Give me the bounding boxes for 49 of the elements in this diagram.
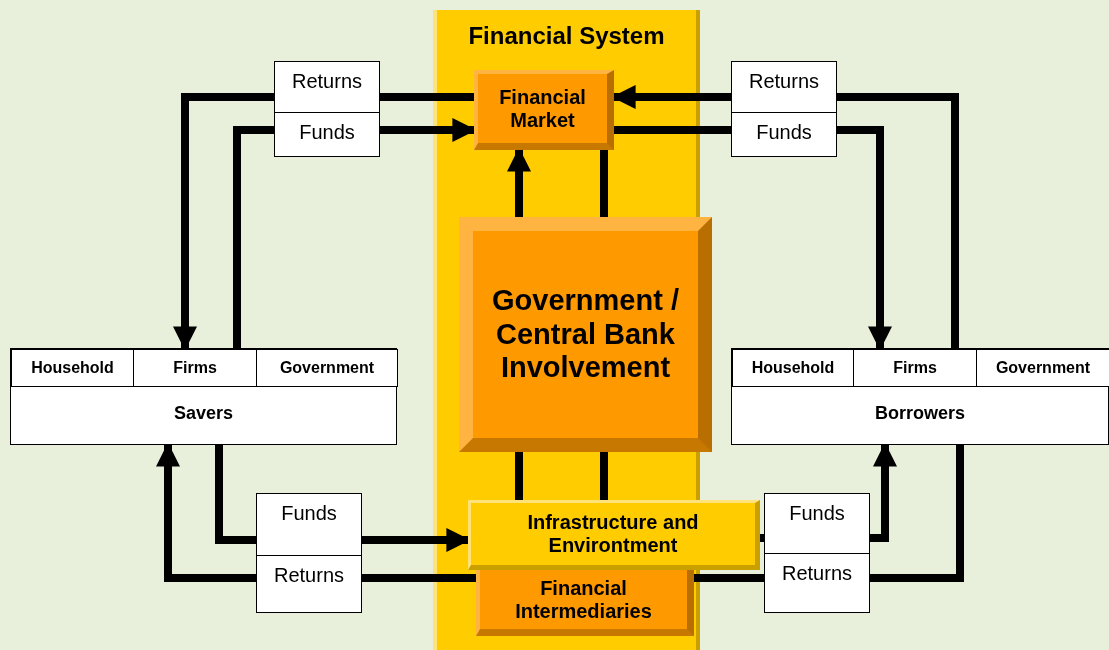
sector-cell [256,349,398,387]
flow-arrow [870,442,897,542]
flow-arrow [362,528,471,552]
box-label: Financial System [468,22,665,50]
sector-cell [11,349,134,387]
box-label: Financial Market [498,85,587,132]
box-label: Government [279,358,375,378]
flow-arrow [507,147,531,217]
flow-arrow [173,93,274,351]
box-label: Government [995,358,1091,378]
flow-arrow [380,118,477,142]
box-label: Firms [173,358,217,378]
box-label: Returns [274,564,344,587]
flow-tag [274,61,380,113]
savers-box [10,348,397,445]
sector-cell [853,349,977,387]
intermediaries-box [476,570,694,636]
flow-arrow [156,442,256,582]
involvement-box [459,217,712,452]
box-label: Infrastructure and Environtment [526,511,700,557]
flow-tag [731,112,837,157]
box-label: Funds [299,121,355,144]
flow-tag [256,493,362,556]
sector-cell [732,349,854,387]
flow-arrow [611,85,731,109]
box-label: Returns [749,70,819,93]
sector-cell [133,349,257,387]
box-label: Borrowers [875,403,965,424]
market-box [474,70,614,150]
box-label: Returns [292,70,362,93]
flow-tag [256,555,362,613]
box-label: Funds [789,502,845,525]
sector-cell [976,349,1109,387]
box-label: Household [31,358,114,378]
box-label: Household [751,358,835,378]
infrastructure-box [468,500,760,570]
flow-tag [764,493,870,554]
box-label: Financial Intermediaries [514,576,653,623]
box-label: Funds [281,502,337,525]
flow-tag [764,553,870,613]
borrowers-box [731,348,1109,445]
box-label: Funds [756,121,812,144]
box-label: Government / Central Bank Involvement [491,284,680,385]
box-label: Savers [173,403,234,424]
flow-tag [274,112,380,157]
flow-tag [731,61,837,113]
box-label: Returns [782,562,852,585]
box-label: Firms [893,358,937,378]
flow-arrow [837,126,892,351]
